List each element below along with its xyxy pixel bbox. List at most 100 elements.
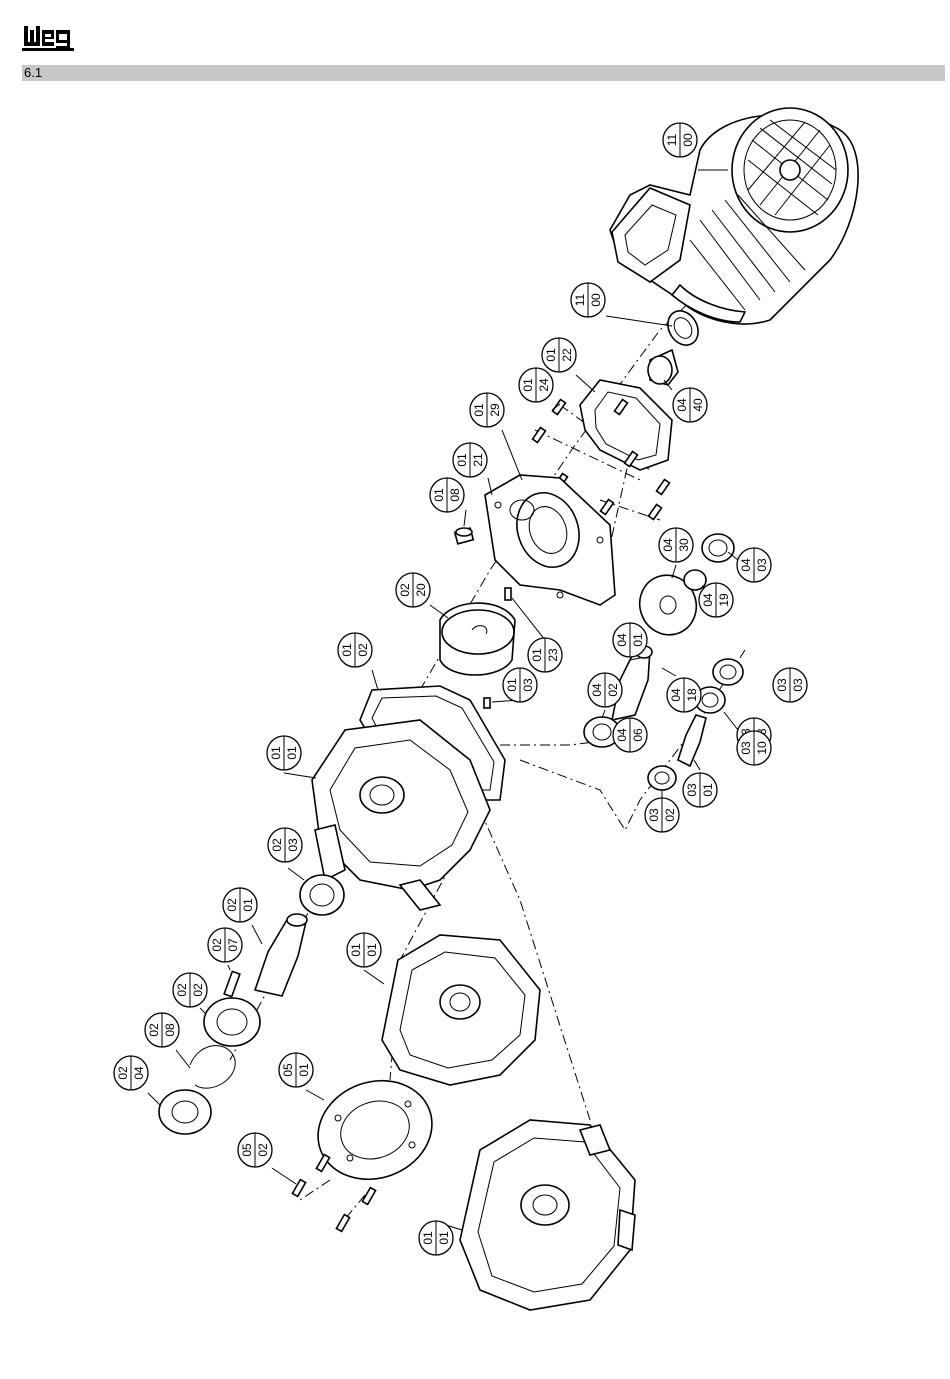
callout-group-code: 02 <box>270 838 284 852</box>
callout-group-code: 01 <box>505 678 519 692</box>
callout-item-code: 30 <box>677 538 691 552</box>
gear-housing-variant-c <box>460 1120 635 1310</box>
callout-group-code: 01 <box>530 648 544 662</box>
callout-group-code: 02 <box>175 983 189 997</box>
callout-03-03: 0303 <box>773 668 807 702</box>
callout-group-code: 01 <box>521 378 535 392</box>
output-bearing-02-03 <box>300 875 344 915</box>
callout-item-code: 03 <box>755 558 769 572</box>
callout-group-code: 02 <box>398 583 412 597</box>
output-cover-cap <box>440 603 515 675</box>
callout-item-code: 20 <box>414 583 428 597</box>
callout-item-code: 01 <box>297 1063 311 1077</box>
callout-item-code: 00 <box>681 133 695 147</box>
callout-group-code: 02 <box>116 1066 130 1080</box>
callout-02-02: 0202 <box>173 973 207 1007</box>
input-pinion <box>648 350 678 385</box>
callout-01-01: 0101 <box>347 933 381 967</box>
callout-group-code: 04 <box>615 633 629 647</box>
breather-plug <box>455 528 474 544</box>
callout-item-code: 02 <box>256 1143 270 1157</box>
callout-item-code: 22 <box>560 348 574 362</box>
callout-group-code: 04 <box>701 593 715 607</box>
callout-group-code: 01 <box>544 348 558 362</box>
callout-group-code: 03 <box>647 808 661 822</box>
callout-item-code: 10 <box>755 741 769 755</box>
callout-group-code: 01 <box>455 453 469 467</box>
bearing-03-02 <box>648 766 676 790</box>
callout-group-code: 05 <box>240 1143 254 1157</box>
callout-group-code: 11 <box>665 133 679 146</box>
callout-item-code: 02 <box>356 643 370 657</box>
output-bearing-02-02 <box>204 998 260 1046</box>
callout-group-code: 04 <box>615 728 629 742</box>
callout-group-code: 01 <box>421 1231 435 1245</box>
callout-01-03: 0103 <box>503 668 537 702</box>
cover-small-bolt <box>505 588 511 600</box>
callout-item-code: 18 <box>685 688 699 702</box>
callout-item-code: 19 <box>717 593 731 607</box>
callout-item-code: 21 <box>471 453 485 467</box>
callout-03-01: 0301 <box>683 773 717 807</box>
callout-item-code: 02 <box>663 808 677 822</box>
callout-item-code: 00 <box>589 293 603 307</box>
gearbox-cover <box>485 475 615 605</box>
output-shaft <box>255 914 307 996</box>
electric-motor <box>610 108 858 324</box>
callout-item-code: 29 <box>488 403 502 417</box>
callout-group-code: 01 <box>269 746 283 760</box>
callout-group-code: 03 <box>685 783 699 797</box>
callout-item-code: 40 <box>691 398 705 412</box>
callout-item-code: 08 <box>163 1023 177 1037</box>
callout-item-code: 02 <box>191 983 205 997</box>
callout-05-02: 0502 <box>238 1133 272 1167</box>
callout-group-code: 01 <box>472 403 486 417</box>
callout-item-code: 02 <box>606 683 620 697</box>
callout-11-00: 1100 <box>663 123 697 157</box>
callout-group-code: 04 <box>661 538 675 552</box>
callout-group-code: 04 <box>669 688 683 702</box>
callout-item-code: 23 <box>546 648 560 662</box>
callout-item-code: 08 <box>448 488 462 502</box>
oil-seal <box>159 1090 211 1134</box>
dowel-pin <box>484 698 490 708</box>
callout-group-code: 01 <box>340 643 354 657</box>
callout-item-code: 06 <box>631 728 645 742</box>
callout-item-code: 01 <box>241 898 255 912</box>
output-flange <box>304 1065 446 1195</box>
callout-item-code: 01 <box>365 943 379 957</box>
callout-item-code: 01 <box>631 633 645 647</box>
pinion-shaft <box>678 715 706 766</box>
callout-group-code: 04 <box>739 558 753 572</box>
callout-group-code: 04 <box>675 398 689 412</box>
shaft-key <box>224 971 240 996</box>
callout-group-code: 02 <box>210 938 224 952</box>
callout-item-code: 07 <box>226 938 240 952</box>
callout-item-code: 01 <box>701 783 715 797</box>
gear-housing-variant-b <box>382 935 540 1085</box>
callout-group-code: 05 <box>281 1063 295 1077</box>
bearing-04-03 <box>702 534 734 562</box>
callout-04-18: 0418 <box>667 678 701 712</box>
